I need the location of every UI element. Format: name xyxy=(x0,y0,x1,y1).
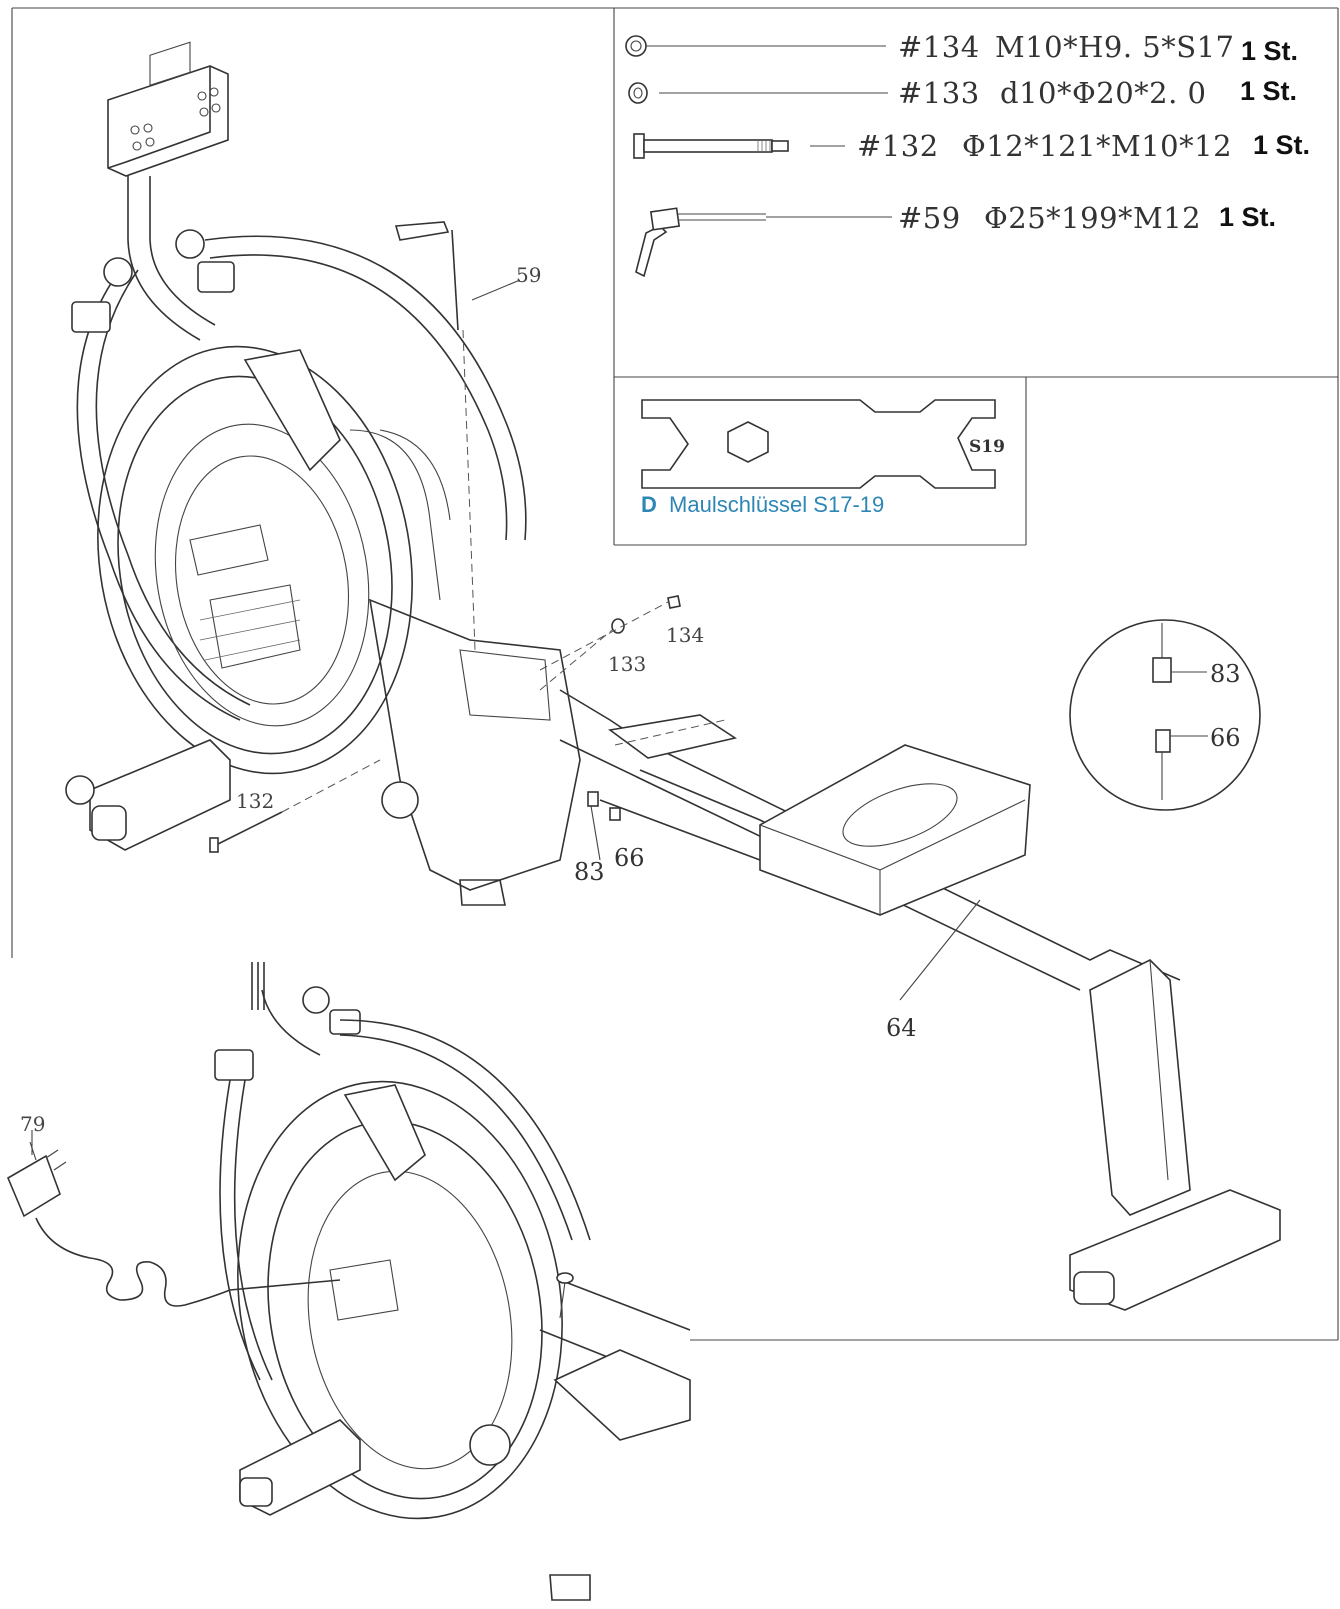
washer-icon xyxy=(628,82,888,104)
part-132-label: #132 xyxy=(857,129,939,163)
part-134-label: #134 xyxy=(898,30,980,64)
callouts: 59 134 133 132 83 66 64 79 83 66 xyxy=(20,263,1241,1136)
wrench-jaw-mark: S19 xyxy=(969,437,1005,457)
part-134-qty: 1 St. xyxy=(1241,36,1298,66)
part-59-spec: Φ25*199*M12 xyxy=(984,201,1201,235)
wrench-box: S19 D Maulschlüssel S17-19 xyxy=(614,377,1027,546)
nut-icon xyxy=(625,35,886,57)
part-134-spec: M10*H9. 5*S17 xyxy=(995,30,1235,64)
part-133-qty: 1 St. xyxy=(1240,76,1297,106)
callout-132: 132 xyxy=(236,789,274,813)
rower-inset-illustration xyxy=(6,962,691,1601)
callout-79: 79 xyxy=(20,1112,45,1136)
hex-opening-icon xyxy=(727,421,769,463)
hardware-box xyxy=(613,8,1338,545)
parts-list: #134 M10*H9. 5*S17 1 St. #133 d10*Φ20*2.… xyxy=(857,30,1310,235)
part-132-qty: 1 St. xyxy=(1253,130,1310,160)
wrench-prefix: D xyxy=(641,492,657,517)
svg-text:D Maulschlüssel S17-19: D Maulschlüssel S17-19 xyxy=(641,492,884,517)
part-133-label: #133 xyxy=(898,76,980,110)
wrench-name: Maulschlüssel S17-19 xyxy=(669,492,884,517)
callout-59: 59 xyxy=(516,263,541,287)
bolt-icon xyxy=(633,133,845,159)
part-133-spec: d10*Φ20*2. 0 xyxy=(1000,76,1206,110)
part-59-label: #59 xyxy=(898,201,961,235)
callout-134: 134 xyxy=(666,623,704,647)
wrench-icon xyxy=(641,399,996,489)
callout-133: 133 xyxy=(608,652,646,676)
part-132-spec: Φ12*121*M10*12 xyxy=(962,129,1232,163)
rower-main-illustration xyxy=(65,41,1281,1311)
callout-83: 83 xyxy=(574,858,605,886)
detail-callout-66: 66 xyxy=(1210,724,1241,752)
connector-detail-circle xyxy=(1069,619,1261,811)
main-frame xyxy=(11,7,1339,1341)
detail-callout-83: 83 xyxy=(1210,660,1241,688)
callout-66: 66 xyxy=(614,844,645,872)
power-adapter-icon xyxy=(6,1141,341,1307)
knob-lever-icon xyxy=(635,207,892,278)
part-59-qty: 1 St. xyxy=(1219,202,1276,232)
monitor-icon xyxy=(107,41,229,177)
callout-64: 64 xyxy=(886,1014,917,1042)
